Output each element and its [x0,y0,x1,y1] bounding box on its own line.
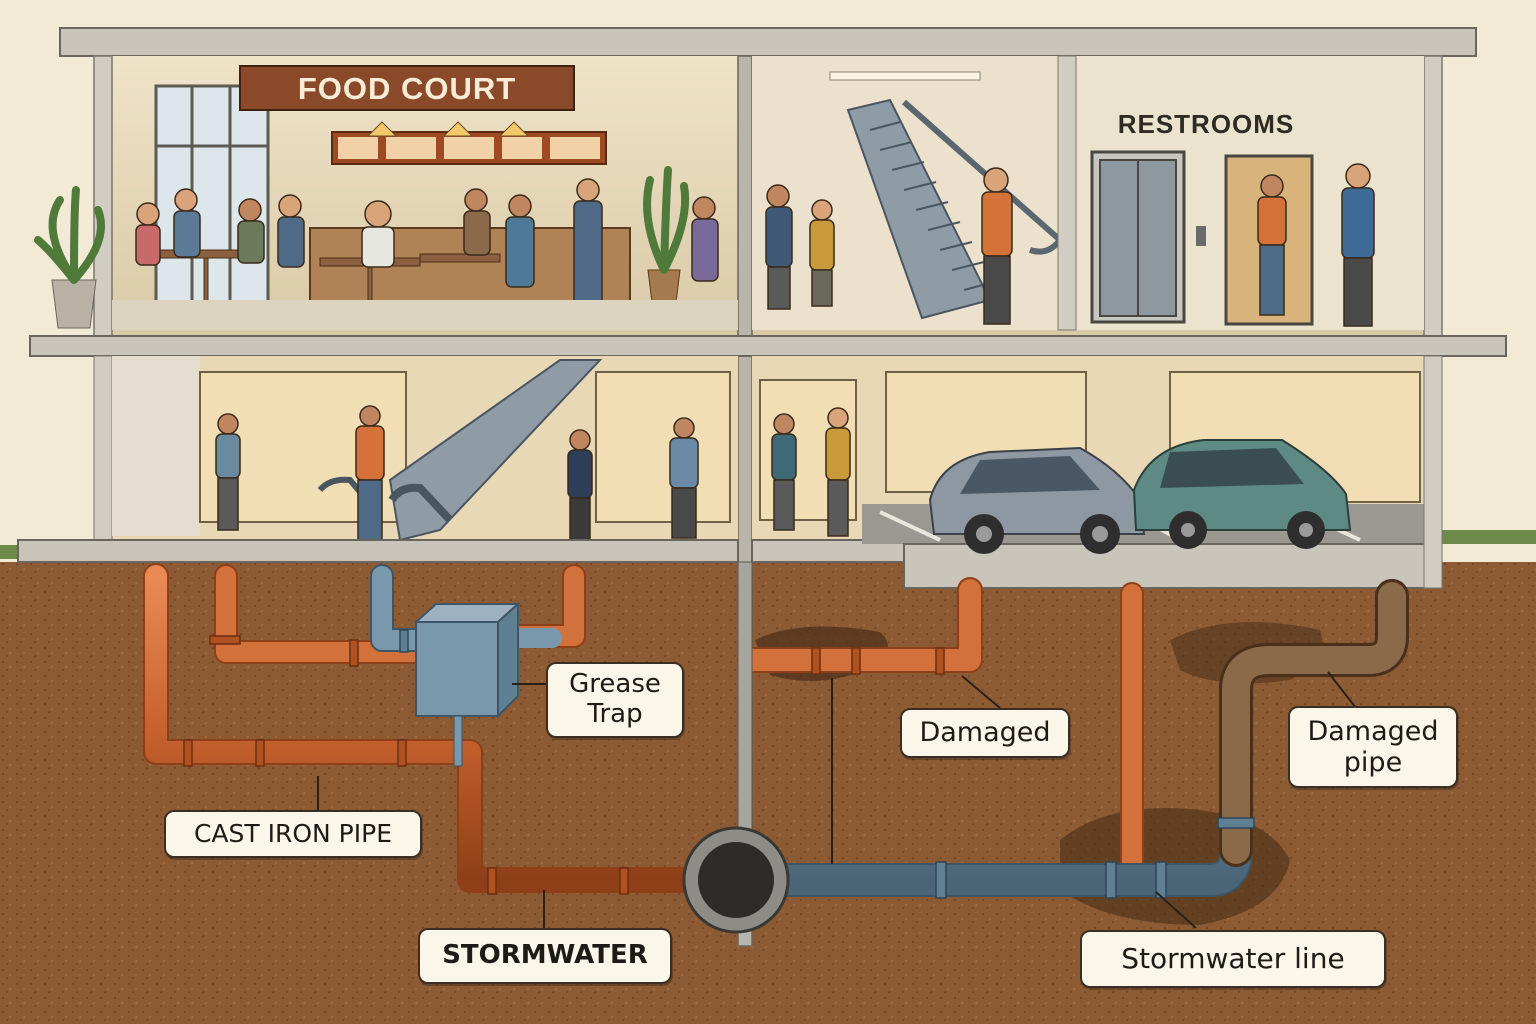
grease-trap-label: Grease Trap [546,662,684,738]
food-court-sign: FOOD COURT [298,71,516,106]
cast-iron-pipe-label: CAST IRON PIPE [164,810,422,858]
stormwater-line-label: Stormwater line [1080,930,1386,988]
menu-boards [331,131,607,165]
blue-joints [399,629,1255,899]
food-court-sign-board [239,65,575,111]
brick-wall-lower [112,356,200,536]
right-wall-upper [1423,55,1443,337]
pendant-lamps [366,121,530,137]
damaged-text: Damaged [919,717,1051,749]
left-wall-lower [93,355,113,547]
plant-outside [34,186,105,329]
leader-lines [317,671,1357,929]
stormwater-label: STORMWATER [418,928,672,984]
right-wall-lower [1423,355,1443,589]
column-drain-pipe [737,561,753,847]
left-wall-upper [93,55,113,337]
restrooms-sign: RESTROOMS [1118,109,1295,139]
cast-iron-pipe-text: CAST IRON PIPE [193,818,393,848]
damaged-label: Damaged [900,708,1070,758]
diners [135,178,719,306]
manhole [682,826,790,934]
grease-trap-text: Grease Trap [569,669,661,729]
roof-slab [59,27,1477,57]
grease-trap [413,601,521,767]
grass-right [1440,530,1536,544]
damaged-pipe-label: Damaged pipe [1288,706,1458,788]
stormwater-text: STORMWATER [442,940,648,971]
restroom-pillar [1057,55,1077,331]
lower-escalator [317,359,603,542]
upper-floor-tiles-left [112,300,738,330]
restroom-people [1257,163,1375,327]
damaged-pipe-text: Damaged pipe [1307,715,1439,778]
stair-people [765,167,1013,325]
ground-floor-slab [17,539,739,563]
car-gray [928,446,1146,554]
elevator-door [1090,150,1206,324]
plant-inside [643,166,690,303]
car-green [1132,439,1352,549]
pipe-joints [183,635,945,895]
ceiling-light-1 [829,71,981,81]
stormwater-line-text: Stormwater line [1121,941,1345,975]
damaged-pipe-section [1219,579,1409,867]
mid-floor-slab [29,335,1507,357]
